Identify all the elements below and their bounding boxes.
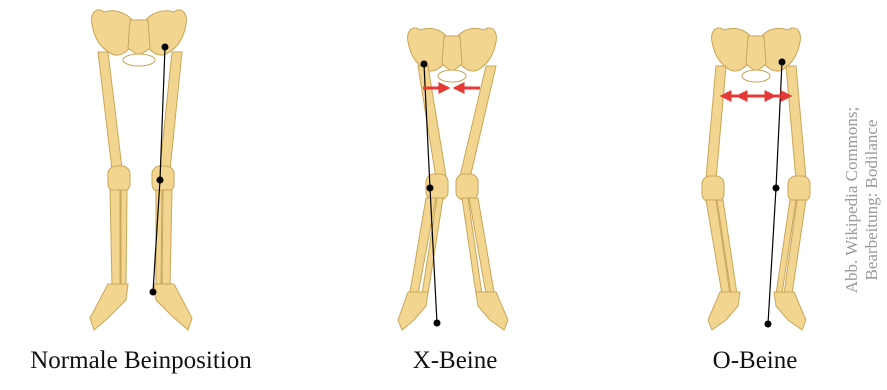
ankle-point (150, 289, 157, 296)
femurs (706, 66, 806, 180)
lower-legs (706, 200, 806, 294)
knee-point (773, 185, 780, 192)
skeleton-o (702, 28, 810, 330)
credit-line-1: Abb. Wikipedia Commons; (842, 107, 862, 293)
knees (426, 174, 478, 200)
lower-legs (110, 190, 172, 286)
skeleton-x (398, 28, 508, 330)
lower-legs (410, 198, 494, 294)
feet (708, 292, 806, 330)
caption-x-legs: X-Beine (340, 338, 570, 384)
feet (398, 292, 508, 330)
feet (90, 284, 192, 330)
credit-line-2: Bearbeitung: Bodilance (862, 107, 882, 293)
hip-point (162, 44, 169, 51)
knees (108, 166, 174, 192)
skeleton-normal (90, 10, 192, 330)
knee-point (157, 177, 164, 184)
ankle-point (765, 321, 772, 328)
caption-normal: Normale Beinposition (0, 338, 282, 384)
femurs (418, 66, 496, 178)
knees (702, 176, 810, 202)
ankle-point (434, 320, 441, 327)
hip-point (421, 61, 428, 68)
caption-o-legs: O-Beine (655, 338, 855, 384)
femurs (98, 52, 182, 170)
knee-point (427, 185, 434, 192)
hip-point (779, 59, 786, 66)
